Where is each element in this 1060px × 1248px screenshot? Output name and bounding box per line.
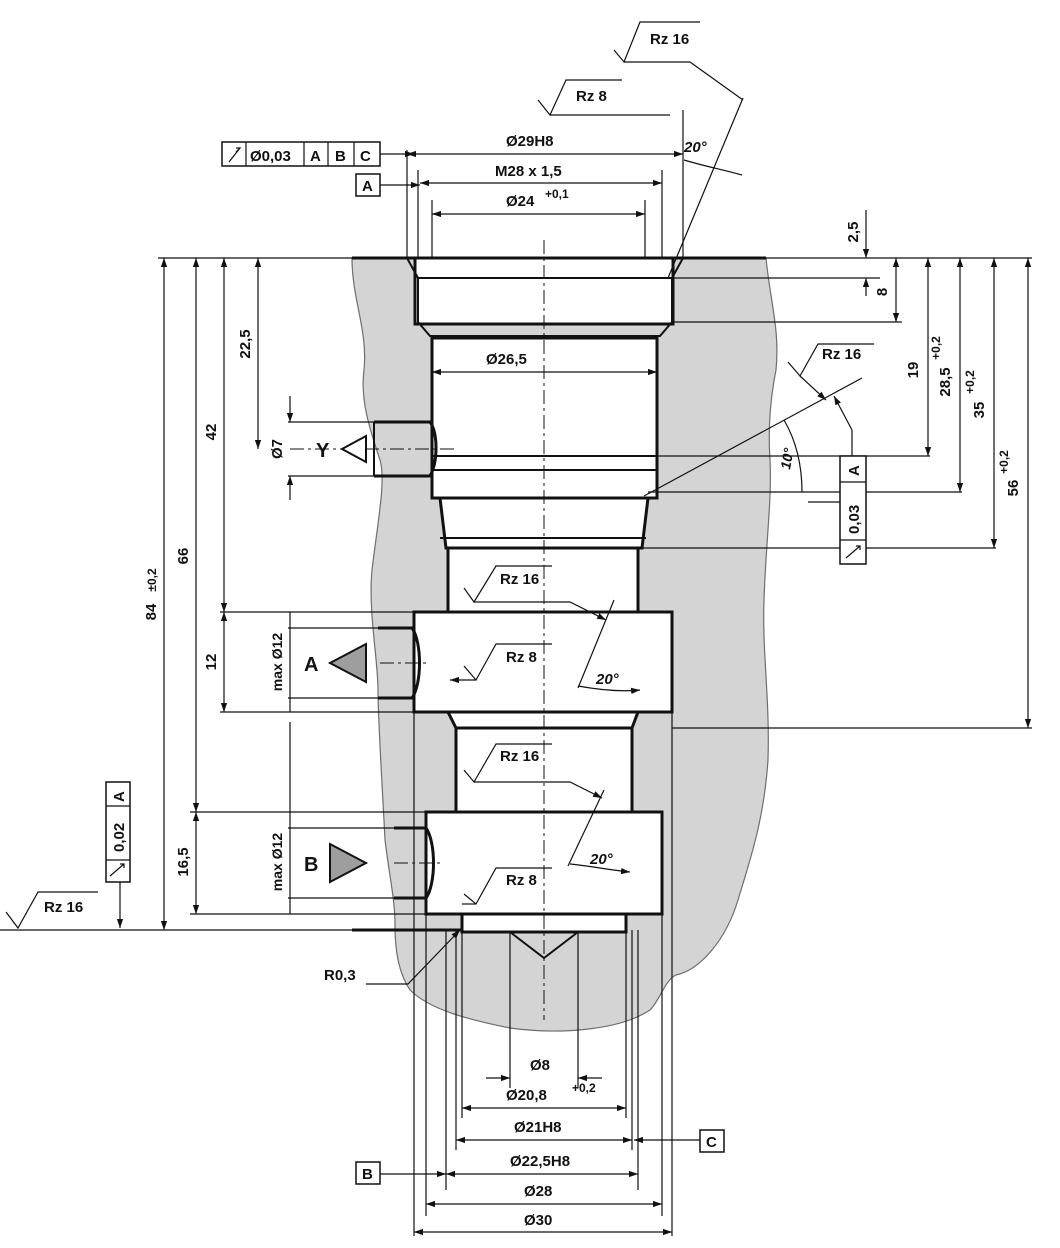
dim-d20-8-tol: +0,2 [572,1081,596,1095]
radius-label: R0,3 [324,929,461,985]
tolerance-frame-right: A 0,03 [808,455,867,565]
view-y-label: Y [316,440,330,462]
frame-top-a: A [310,148,321,165]
view-b: B [304,842,369,884]
dim-66: 66 [175,548,192,565]
dim-d22-5h8: Ø22,5H8 [510,1153,570,1170]
datum-c-label: C [706,1134,717,1151]
dim-22-5: 22,5 [237,329,254,358]
surface-upper: Rz 8 [537,79,670,117]
view-y-arrow [339,434,367,464]
view-a-label: A [304,654,318,676]
surface-left-bottom: Rz 16 [5,891,98,930]
dim-max12-a: max Ø12 [269,633,285,692]
frame-left-value: 0,02 [111,823,128,852]
frame-top-b: B [335,148,346,165]
rz-groove-2: Rz 16 [500,748,539,765]
rz-groove-1: Rz 16 [500,571,539,588]
view-y: Y [316,434,367,464]
dim-12: 12 [203,654,220,671]
dim-d8-bottom: Ø8 [530,1057,550,1074]
rz-chamfer-right: Rz 16 [822,346,861,363]
dim-42: 42 [203,424,220,441]
angle-mid-1: 20° [595,671,620,688]
left-dimensions: 84 ±0,2 66 42 22,5 12 16,5 Ø7 max Ø12 ma… [0,257,426,931]
top-dimensions: Ø29H8 M28 x 1,5 Ø24 +0,1 [406,110,684,258]
dim-d20-8: Ø20,8 [506,1087,547,1104]
surface-top-right: Rz 16 20° [613,21,744,279]
tolerance-frame-top: Ø0,03 A B C [221,141,414,167]
dim-28-5-tol: +0,2 [929,336,943,360]
dim-84: 84 [143,603,160,620]
frame-left-a: A [111,791,128,802]
dim-thread: M28 x 1,5 [495,163,562,180]
dim-d28-bottom: Ø28 [524,1183,552,1200]
datum-b-label: B [362,1166,373,1183]
dim-8: 8 [874,288,891,296]
dim-d26-5: Ø26,5 [486,351,527,368]
frame-top-c: C [360,148,371,165]
bottom-dimensions: Ø8 Ø20,8 +0,2 Ø21H8 Ø22,5H8 Ø28 Ø30 [413,712,673,1236]
view-a: A [304,642,367,684]
surface-groove-2: Rz 16 [463,743,603,799]
view-a-arrow [327,642,367,684]
dim-d21h8: Ø21H8 [514,1119,562,1136]
dim-d29h8: Ø29H8 [506,133,554,150]
dim-d30: Ø30 [524,1212,552,1229]
rz-top-right: Rz 16 [650,31,689,48]
dim-d24-tol: +0,1 [545,187,569,201]
dim-84-tol: ±0,2 [145,568,159,592]
surface-bore-2: Rz 8 20° [462,789,631,905]
dim-19: 19 [905,362,922,379]
dim-56: 56 [1005,480,1022,497]
datum-c: C [634,1129,725,1153]
dim-56-tol: +0,2 [997,450,1011,474]
angle-mid-2: 20° [589,851,614,868]
surface-chamfer-right: Rz 16 10° [643,343,874,497]
datum-a-label: A [362,178,373,195]
dim-35: 35 [971,402,988,419]
dim-d24: Ø24 [506,193,535,210]
right-dimensions: 2,5 8 19 28,5 +0,2 35 +0,2 56 +0,2 [640,210,1032,729]
dim-28-5: 28,5 [937,367,954,396]
surface-groove-1: Rz 16 [463,565,607,621]
view-b-arrow [329,842,369,884]
frame-right-a: A [846,465,863,476]
angle-right: 10° [777,446,797,470]
dim-16-5: 16,5 [175,847,192,876]
dim-35-tol: +0,2 [963,370,977,394]
dim-max12-b: max Ø12 [269,833,285,892]
dim-2-5: 2,5 [845,222,862,243]
view-b-label: B [304,854,318,876]
rz-bore-2: Rz 8 [506,872,537,889]
rz-bore-1: Rz 8 [506,649,537,666]
inner-dimension: Ø26,5 [432,351,657,376]
rz-left-bottom: Rz 16 [44,899,83,916]
dim-d7: Ø7 [269,439,286,459]
datum-b: B [355,1161,446,1185]
frame-right-value: 0,03 [846,505,863,534]
datum-a-top: A [355,173,420,197]
r0-3: R0,3 [324,967,356,984]
rz-upper: Rz 8 [576,88,607,105]
angle-top: 20° [683,139,708,156]
frame-top-value: Ø0,03 [250,148,291,165]
surface-bore-1: Rz 8 20° [450,599,641,695]
tolerance-frame-left: A 0,02 [105,781,131,928]
